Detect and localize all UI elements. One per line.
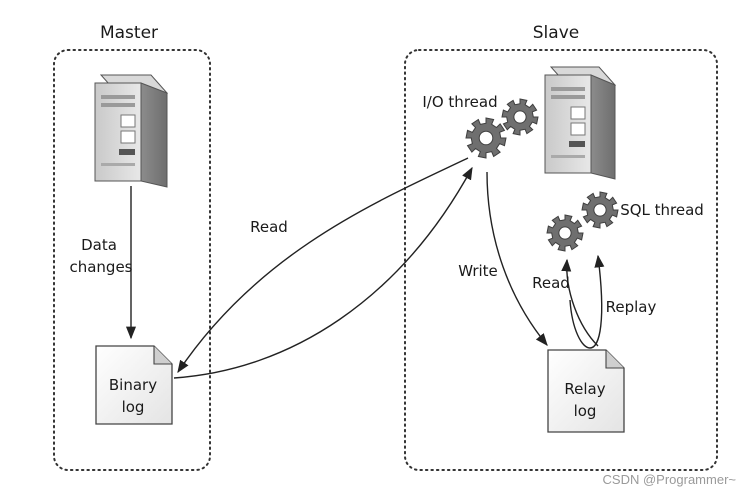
gear-hole xyxy=(558,226,572,240)
read-request-arrow xyxy=(177,157,469,374)
master-group: Master Data changes Binary log xyxy=(53,23,211,471)
sql-thread-gears-icon xyxy=(546,191,619,252)
sql-read-arrow xyxy=(561,258,599,347)
watermark: CSDN @Programmer~ xyxy=(602,472,736,487)
binary-log-label-line1: Binary xyxy=(109,376,157,394)
slave-server-icon xyxy=(544,66,617,180)
gear-hole xyxy=(478,130,494,146)
relay-log-document-icon xyxy=(547,349,625,433)
data-changes-label-line2: changes xyxy=(69,258,132,276)
slave-title: Slave xyxy=(533,23,579,43)
data-changes-label-line1: Data xyxy=(81,236,117,254)
master-dotted-boundary xyxy=(53,49,211,471)
io-thread-gears-icon xyxy=(465,98,539,159)
master-title: Master xyxy=(100,23,158,43)
read-arrow-label: Read xyxy=(250,218,288,236)
write-arrow xyxy=(486,171,548,346)
gear-hole xyxy=(513,110,527,124)
write-label: Write xyxy=(458,262,498,280)
relay-log-label-line2: log xyxy=(574,402,597,420)
gear-hole xyxy=(593,203,607,217)
master-server-icon xyxy=(94,74,169,188)
binary-log-document-icon xyxy=(95,345,173,425)
sql-thread-label: SQL thread xyxy=(620,201,704,219)
slave-dotted-boundary xyxy=(404,49,718,471)
slave-group: Slave I/O thread SQL thread Write xyxy=(404,23,718,471)
io-thread-label: I/O thread xyxy=(422,93,497,111)
sql-read-label: Read xyxy=(532,274,570,292)
relay-log-label-line1: Relay xyxy=(564,380,605,398)
replay-arrow xyxy=(569,254,605,349)
replay-label: Replay xyxy=(606,298,657,316)
binary-log-label-line2: log xyxy=(122,398,145,416)
binlog-transfer-arrow xyxy=(173,166,473,379)
